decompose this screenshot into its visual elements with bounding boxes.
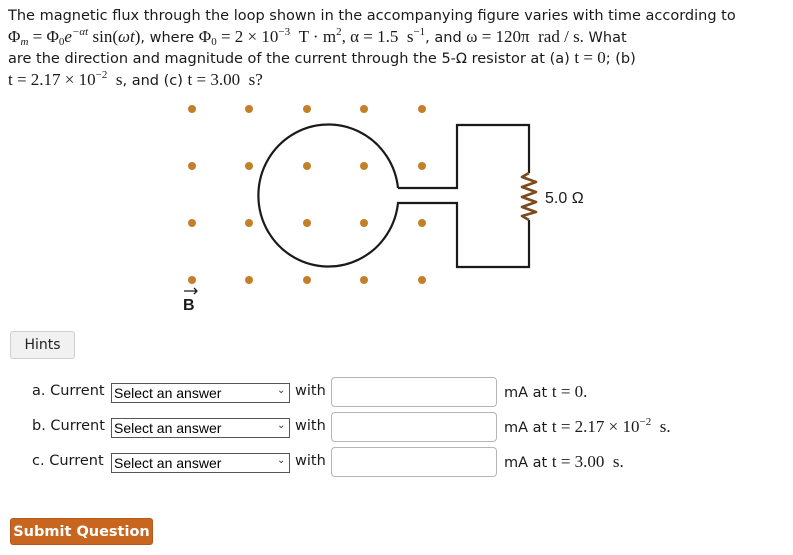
answer-row-c: c. Current Select an answer ⌄ with mA at… [0, 447, 793, 479]
part-b-label: b. Current [32, 418, 105, 434]
question-line-4: t = 2.17 × 10−2 s, and (c) t = 3.00 s? [8, 68, 263, 89]
field-label: B [183, 297, 195, 314]
direction-select-a[interactable]: Select an answer [111, 383, 290, 403]
loop-diagram: 5.0 Ω B [183, 105, 584, 314]
question-line-3: are the direction and magnitude of the c… [8, 48, 636, 67]
direction-select-c[interactable]: Select an answer [111, 453, 290, 473]
circuit-figure: 5.0 Ω B [170, 95, 630, 320]
vector-arrow-icon [184, 287, 198, 295]
question-text: The magnetic flux through the loop shown… [8, 6, 788, 91]
wire-loop [257, 123, 531, 269]
answer-row-a: a. Current Select an answer ⌄ with mA at… [0, 377, 793, 409]
hints-button[interactable]: Hints [10, 331, 75, 359]
part-c-label: c. Current [32, 453, 104, 469]
magnitude-input-c[interactable] [331, 447, 497, 477]
question-line-2: Φm = Φ0e−αt sin(ωt), where Φ0 = 2 × 10−3… [8, 25, 627, 48]
question-line-1: The magnetic flux through the loop shown… [8, 8, 736, 24]
magnitude-input-a[interactable] [331, 377, 497, 407]
part-c-units: mA at t = 3.00 s. [504, 452, 624, 471]
submit-question-button[interactable]: Submit Question [10, 518, 153, 545]
magnetic-field-dots [188, 105, 426, 284]
resistor-label: 5.0 Ω [545, 190, 584, 207]
part-b-units: mA at t = 2.17 × 10−2 s. [504, 416, 671, 437]
direction-select-b[interactable]: Select an answer [111, 418, 290, 438]
resistor-icon [520, 171, 538, 222]
magnitude-input-b[interactable] [331, 412, 497, 442]
answer-row-b: b. Current Select an answer ⌄ with mA at… [0, 412, 793, 444]
part-a-units: mA at t = 0. [504, 382, 588, 401]
part-a-label: a. Current [32, 383, 105, 399]
